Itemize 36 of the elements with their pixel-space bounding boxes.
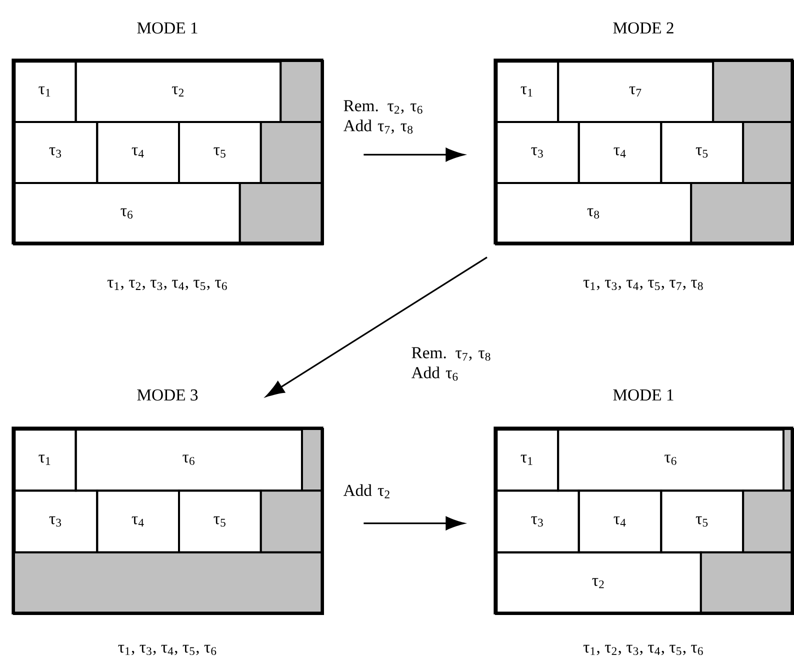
task-cell: τ$_{5}$ [660,121,744,184]
edge-label: Rem. τ$_{2}$, τ$_{6}$ Add τ$_{7}$, τ$_{8}$ [343,100,422,134]
task-cell: τ$_{1}$ [495,60,560,123]
edge-label: Rem. τ$_{7}$, τ$_{8}$ Add τ$_{6}$ [411,347,490,381]
task-cell: τ$_{4}$ [578,121,662,184]
idle-block [238,182,324,245]
task-cell: τ$_{8}$ [495,182,692,245]
task-cell: τ$_{4}$ [578,490,662,554]
task-list: τ$_{1}$, τ$_{3}$, τ$_{4}$, τ$_{5}$, τ$_{6}$ [118,644,216,656]
task-list: τ$_{1}$, τ$_{2}$, τ$_{3}$, τ$_{4}$, τ$_{5}$, τ$_{6}$ [583,644,703,656]
idle-block [260,121,324,184]
mode-heading: MODE 2 [613,22,674,34]
task-cell: τ$_{1}$ [13,60,77,123]
mode-heading: MODE 3 [137,389,198,401]
idle-block [700,551,794,615]
task-cell: τ$_{1}$ [495,428,560,492]
task-list: τ$_{1}$, τ$_{2}$, τ$_{3}$, τ$_{4}$, τ$_{5}$, τ$_{6}$ [107,280,227,290]
task-cell: τ$_{6}$ [557,428,784,492]
task-cell: τ$_{2}$ [495,551,702,615]
task-cell: τ$_{7}$ [557,60,714,123]
edge-label: Add τ$_{2}$ [343,484,390,498]
task-cell: τ$_{6}$ [13,182,241,245]
task-cell: τ$_{3}$ [13,121,98,184]
arrow [364,148,464,162]
task-cell: τ$_{3}$ [495,121,580,184]
task-cell: τ$_{5}$ [660,490,744,554]
arrow [364,516,464,530]
idle-block [280,60,324,123]
mode-heading: MODE 1 [137,22,198,34]
task-cell: τ$_{1}$ [13,428,77,492]
task-cell: τ$_{4}$ [96,121,180,184]
task-cell: τ$_{3}$ [495,490,580,554]
task-list: τ$_{1}$, τ$_{3}$, τ$_{4}$, τ$_{5}$, τ$_{7}$, τ$_{8}$ [583,280,703,290]
mode-heading: MODE 1 [613,389,674,401]
arrow [266,256,488,397]
idle-block [260,490,324,554]
